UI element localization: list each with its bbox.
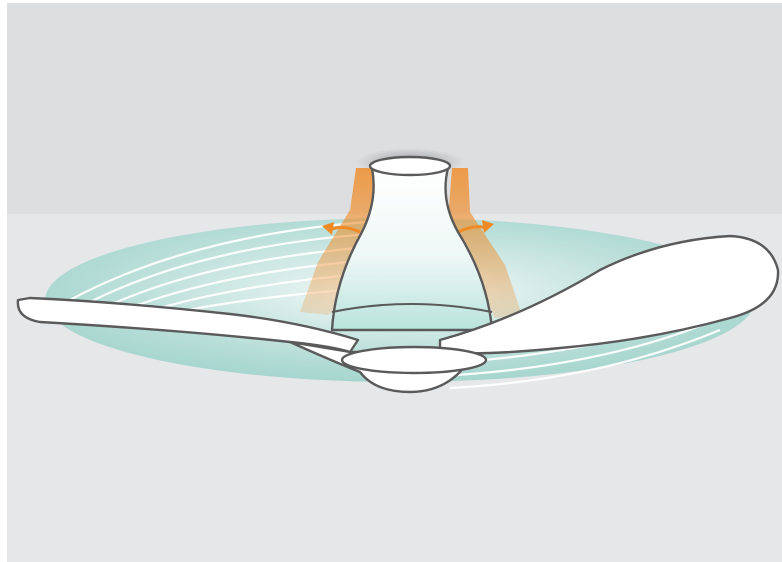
fan-hub	[342, 347, 486, 373]
ceiling-mount	[370, 157, 450, 175]
